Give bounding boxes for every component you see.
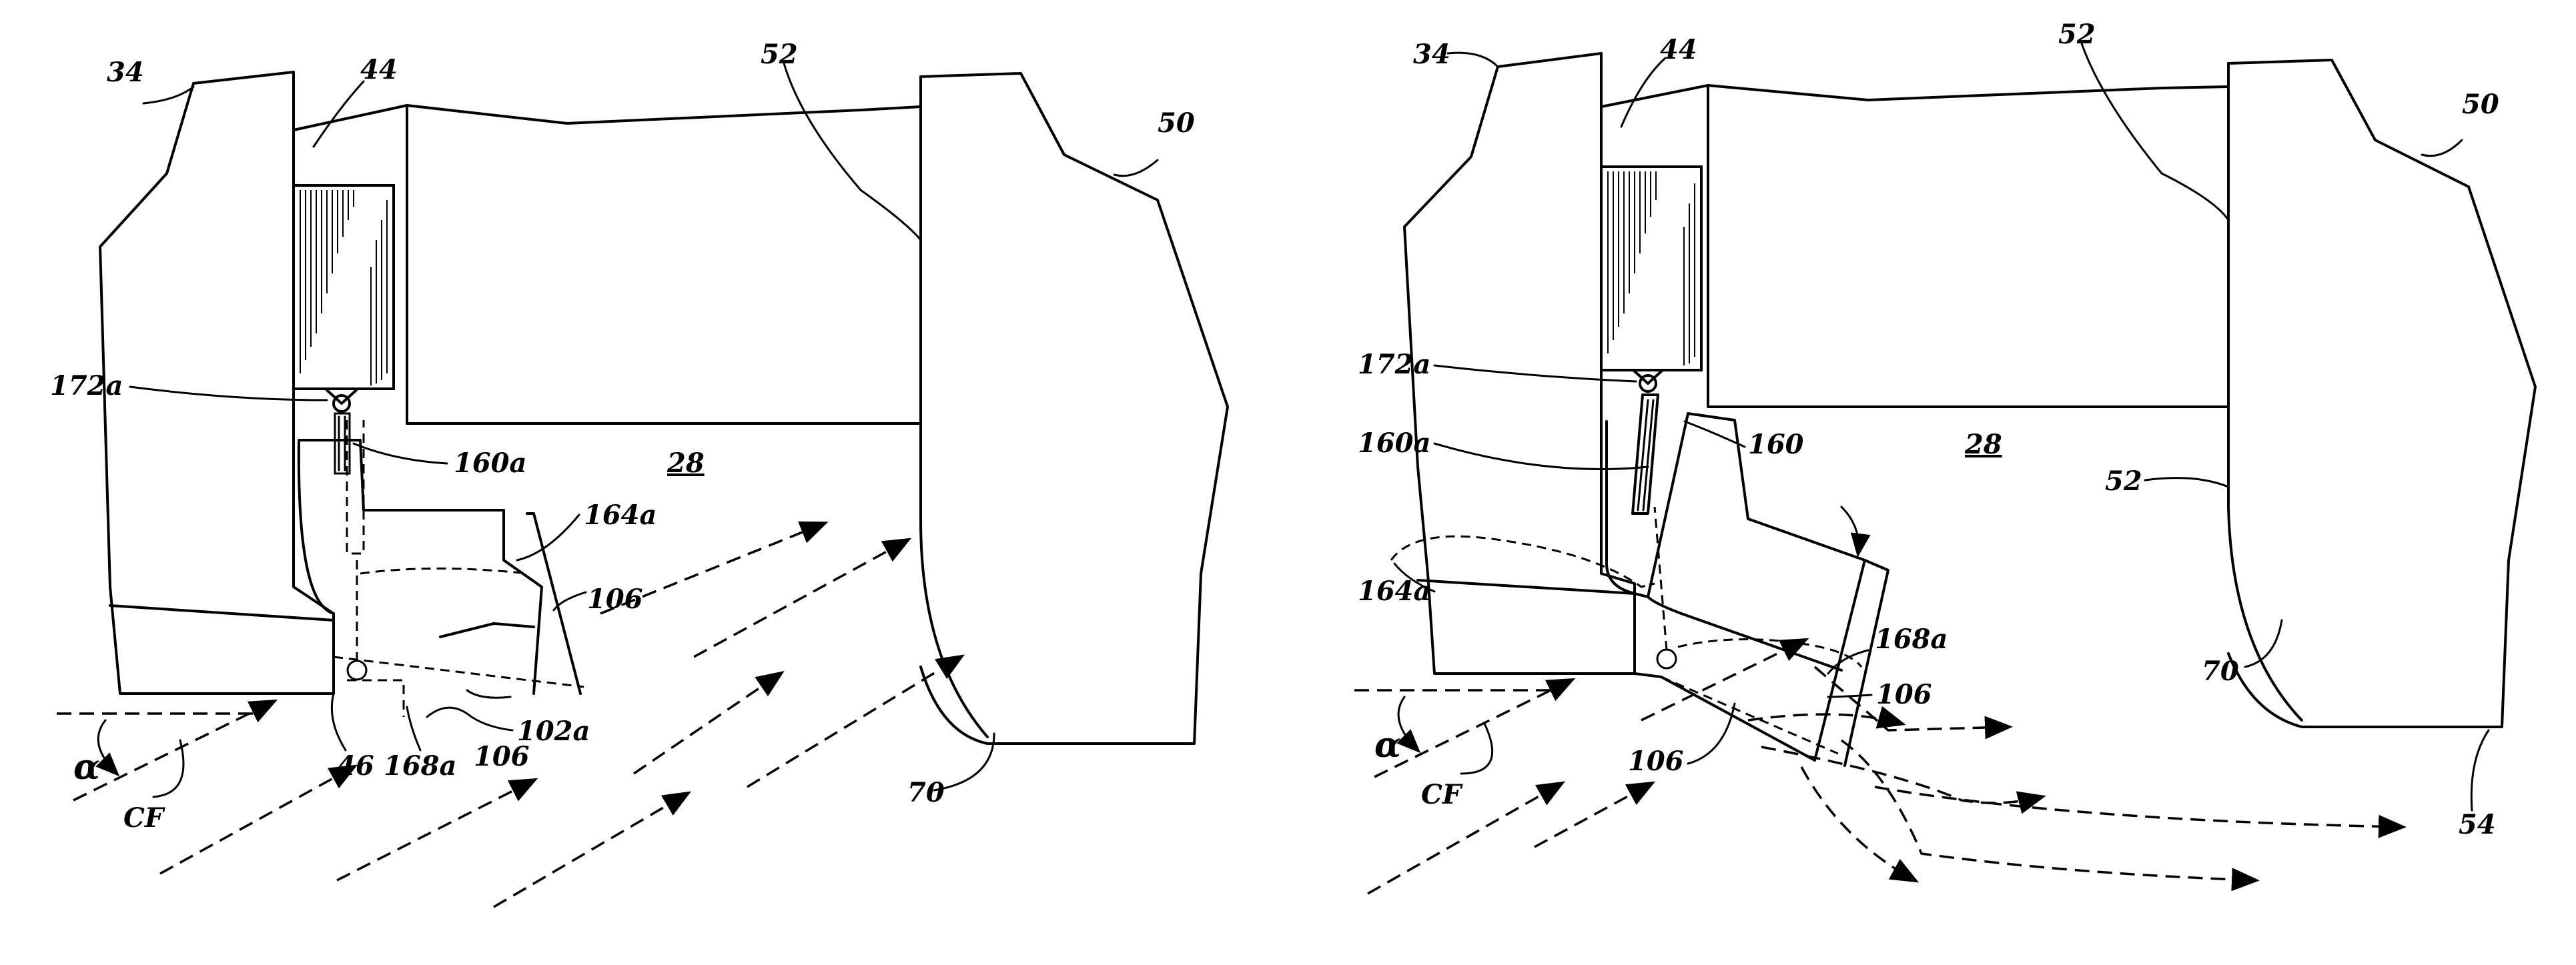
label-160a: 160a [454,447,526,479]
label-106-left: 106 [1628,746,1684,777]
label-164a: 164a [1358,576,1430,607]
label-CF: CF [123,802,165,834]
label-52-side: 52 [2105,465,2142,497]
crossflow-arrows [1368,640,2402,894]
label-70: 70 [2202,656,2239,687]
label-28: 28 [1964,429,2002,460]
label-50: 50 [1158,107,1195,139]
label-44: 44 [360,54,398,85]
wheel-well-panel [2228,60,2535,727]
actuator-hatching [1608,171,1695,365]
label-50: 50 [2462,89,2499,120]
label-alpha: α [1374,725,1401,766]
label-52-top: 52 [2058,19,2096,50]
label-CF: CF [1421,779,1463,810]
label-34: 34 [107,57,144,88]
right-view: 34 44 52 50 172a 160a 160 28 52 164a 168… [1354,19,2535,894]
label-164a: 164a [584,500,657,531]
label-54: 54 [2459,809,2496,840]
body-panel [100,72,334,694]
label-172a: 172a [50,370,123,401]
left-view: 34 44 52 50 172a 160a 28 164a 106 102a 1… [50,39,1228,907]
label-28: 28 [667,447,705,479]
label-34: 34 [1413,39,1450,70]
label-alpha: α [73,747,100,788]
label-106-right: 106 [1876,679,1932,710]
label-44: 44 [1660,34,1697,65]
wheel-well-panel [921,73,1228,744]
label-168a: 168a [1875,624,1948,655]
label-172a: 172a [1358,349,1430,380]
label-160a: 160a [1358,427,1430,459]
label-106-bottom: 106 [474,741,530,772]
label-70: 70 [907,777,945,808]
label-52: 52 [761,39,798,70]
actuator-hatching [300,190,387,385]
label-168a: 168a [384,750,456,782]
label-160: 160 [1748,429,1804,460]
label-46: 46 [337,750,374,782]
label-106-top: 106 [587,584,643,615]
